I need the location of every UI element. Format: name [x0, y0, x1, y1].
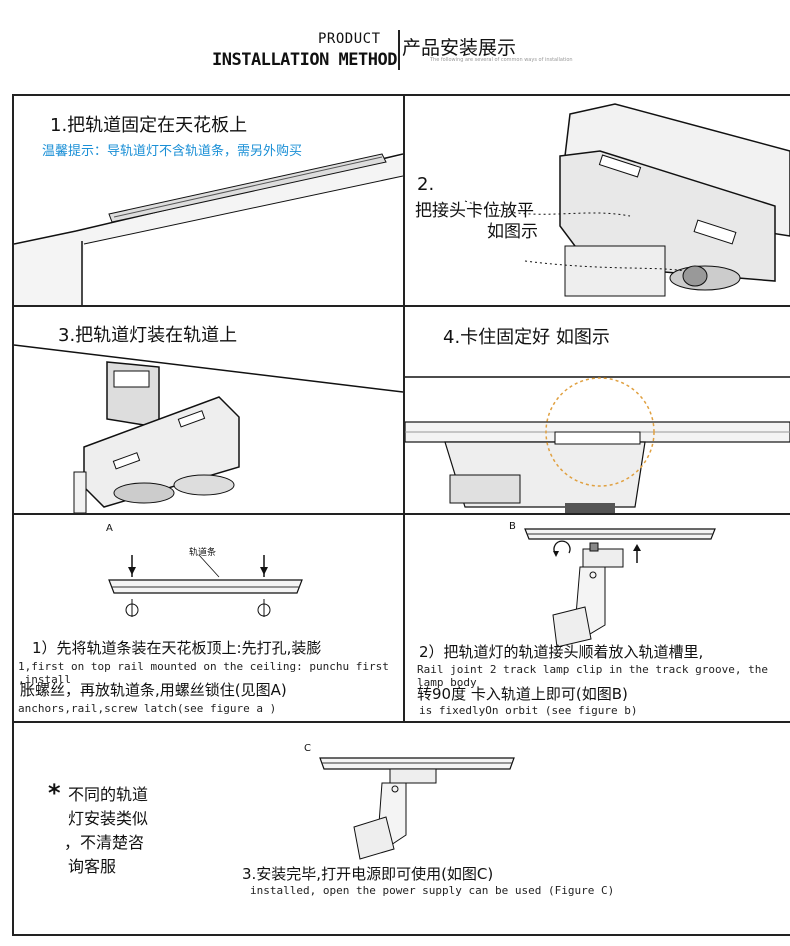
panel-figure-a: A 轨道条 1）先将轨道条装在天花板顶上:先打孔,装膨 1,first on t… — [14, 515, 403, 721]
figure-a-label: A — [106, 523, 113, 534]
panel-step-4: 4.卡住固定好 如图示 — [405, 307, 790, 513]
locked-clip-illustration — [405, 376, 790, 513]
figure-c-label: C — [304, 743, 311, 754]
step-2-text-2: 如图示 — [487, 222, 538, 242]
grid-row1-divider — [12, 305, 790, 307]
figure-a-illustration — [108, 554, 303, 617]
figure-a-en-2: anchors,rail,screw latch(see figure a ) — [18, 702, 277, 715]
figure-b-label: B — [509, 521, 516, 532]
grid-bottom-border — [12, 934, 790, 936]
step-1-tip: 温馨提示：导轨道灯不含轨道条，需另外购买 — [42, 144, 303, 159]
note-star: * — [48, 779, 61, 807]
step-1-title: 1.把轨道固定在天花板上 — [50, 115, 248, 136]
step-3-title: 3.把轨道灯装在轨道上 — [58, 325, 238, 346]
note-line-1: 不同的轨道 — [68, 785, 149, 804]
figure-a-cn-1: 1）先将轨道条装在天花板顶上:先打孔,装膨 — [32, 639, 322, 657]
rail-label: 轨道条 — [189, 548, 217, 558]
step-4-title: 4.卡住固定好 如图示 — [443, 327, 610, 348]
grid-top-border — [12, 94, 790, 96]
figure-a-cn-2: 胀螺丝，再放轨道条,用螺丝锁住(见图A) — [20, 681, 287, 699]
figure-b-en-2: is fixedlyOn orbit (see figure b) — [419, 704, 638, 717]
header-product-text: PRODUCT — [318, 31, 381, 47]
header-fine-print: The following are several of common ways… — [430, 57, 573, 63]
note-line-3: ，不清楚咨 — [64, 833, 145, 852]
header-title-cn: 产品安装展示 — [402, 37, 517, 59]
figure-c-en-1: installed, open the power supply can be … — [250, 884, 615, 897]
panel-figure-b: B 2）把轨道灯的轨道接头顺着放入轨道槽里, Rail joint 2 trac… — [405, 515, 790, 721]
figure-b-en-1: Rail joint 2 track lamp clip in the trac… — [417, 663, 768, 689]
panel-step-3: 3.把轨道灯装在轨道上 — [14, 307, 403, 513]
figure-b-cn-2: 转90度 卡入轨道上即可(如图B) — [417, 685, 628, 703]
panel-step-1: 1.把轨道固定在天花板上 温馨提示：导轨道灯不含轨道条，需另外购买 — [14, 96, 403, 305]
figure-b-cn-1: 2）把轨道灯的轨道接头顺着放入轨道槽里, — [419, 643, 704, 661]
figure-b-illustration — [524, 528, 716, 648]
ceiling-rail-illustration — [14, 153, 403, 305]
note-line-4: 询客服 — [68, 857, 117, 876]
panel-step-2: 2. 把接头卡位放平 如图示 — [405, 96, 790, 305]
header-installation-method: INSTALLATION METHOD — [212, 50, 397, 70]
step-2-number: 2. — [417, 174, 435, 195]
figure-c-illustration — [319, 757, 515, 860]
figure-a-en-1: 1,first on top rail mounted on the ceili… — [18, 660, 389, 686]
step-2-text-1: 把接头卡位放平 — [415, 201, 534, 221]
lamp-on-rail-illustration — [14, 344, 403, 513]
header-divider — [398, 30, 400, 70]
panel-figure-c: C * 不同的轨道 灯安装类似 ，不清楚咨 询客服 3.安装完毕,打开电源即可使… — [14, 723, 790, 934]
grid-col-divider — [403, 94, 405, 723]
grid-row3-divider — [12, 721, 790, 723]
grid-left-border — [12, 94, 14, 936]
note-line-2: 灯安装类似 — [68, 809, 149, 828]
connector-flat-illustration — [464, 103, 790, 297]
figure-c-cn-1: 3.安装完毕,打开电源即可使用(如图C) — [242, 865, 494, 883]
grid-row2-divider — [12, 513, 790, 515]
